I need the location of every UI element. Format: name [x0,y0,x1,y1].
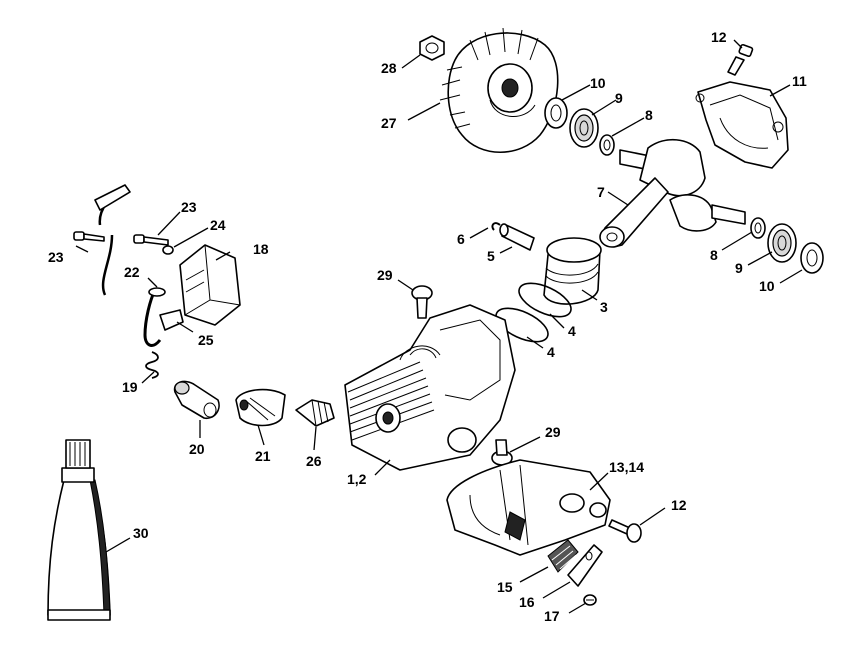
label-22: 22 [124,264,140,280]
part-9-bearing-bottom[interactable] [767,223,797,263]
part-10-seal-top[interactable] [544,97,568,129]
part-20-spark-plug-boot[interactable] [173,380,220,420]
label-19: 19 [122,379,138,395]
short-circuit-wire[interactable] [94,184,131,296]
part-18-ignition-module[interactable] [179,244,241,326]
part-19-spring[interactable] [145,351,159,379]
label-18: 18 [253,241,269,257]
part-10-seal-bottom[interactable] [800,242,824,274]
label-8-top: 8 [645,107,653,123]
label-12-bottom: 12 [671,497,687,513]
label-3: 3 [600,299,608,315]
part-22-spark-plug-lead[interactable] [143,287,166,347]
label-30: 30 [133,525,149,541]
label-10-top: 10 [590,75,606,91]
label-23-a: 23 [181,199,197,215]
part-12-screw-top[interactable] [727,43,754,76]
label-10-bottom: 10 [759,278,775,294]
part-4-piston-ring-b[interactable] [491,301,553,348]
part-5-piston-pin[interactable] [499,223,535,251]
part-23-screw-a[interactable] [133,234,169,246]
label-20: 20 [189,441,205,457]
label-23-b: 23 [48,249,64,265]
part-30-grease-tube[interactable] [47,439,111,621]
part-1-2-cylinder[interactable] [344,304,516,471]
leader-lines [75,39,803,614]
part-11-crankcase[interactable] [695,81,789,169]
label-25: 25 [198,332,214,348]
label-8-bottom: 8 [710,247,718,263]
part-26-spark-plug[interactable] [295,399,335,427]
part-6-circlip[interactable] [491,222,501,231]
label-26: 26 [306,453,322,469]
label-4-a: 4 [568,323,576,339]
callout-labels: 28 27 10 9 8 12 11 7 6 5 8 9 10 29 3 4 4… [48,29,807,624]
part-29-screw-top[interactable] [411,285,433,319]
part-28-nut[interactable] [419,35,445,61]
label-11: 11 [792,73,807,89]
label-6: 6 [457,231,465,247]
label-12-top: 12 [711,29,727,45]
label-17: 17 [544,608,560,624]
part-3-piston[interactable] [543,237,602,305]
part-27-flywheel[interactable] [439,27,559,154]
label-29-top: 29 [377,267,393,283]
label-4-b: 4 [547,344,555,360]
label-29-bottom: 29 [545,424,561,440]
part-23-screw-b[interactable] [73,231,105,242]
part-4-piston-ring-a[interactable] [514,276,576,323]
label-21: 21 [255,448,271,464]
part-12-screw-bottom[interactable] [608,519,642,543]
label-27: 27 [381,115,397,131]
label-7: 7 [597,184,605,200]
part-29-screw-bottom[interactable] [491,439,513,466]
part-7-crankshaft[interactable] [599,139,746,248]
label-24: 24 [210,217,226,233]
part-15-screen[interactable] [547,539,579,573]
part-24-washer[interactable] [162,245,174,255]
part-21-boot-cover[interactable] [235,388,286,427]
part-9-bearing-top[interactable] [569,108,599,148]
part-8-washer-top[interactable] [599,134,615,156]
label-1-2: 1,2 [347,471,367,487]
label-28: 28 [381,60,397,76]
part-8-washer-bottom[interactable] [750,217,766,239]
part-16-cover-plate[interactable] [567,544,603,587]
label-13-14: 13,14 [609,459,644,475]
part-25-clip[interactable] [159,309,184,331]
label-15: 15 [497,579,513,595]
label-9-bottom: 9 [735,260,743,276]
label-16: 16 [519,594,535,610]
label-5: 5 [487,248,495,264]
label-9-top: 9 [615,90,623,106]
part-17-screw[interactable] [583,594,597,606]
part-13-14-muffler[interactable] [446,459,611,556]
